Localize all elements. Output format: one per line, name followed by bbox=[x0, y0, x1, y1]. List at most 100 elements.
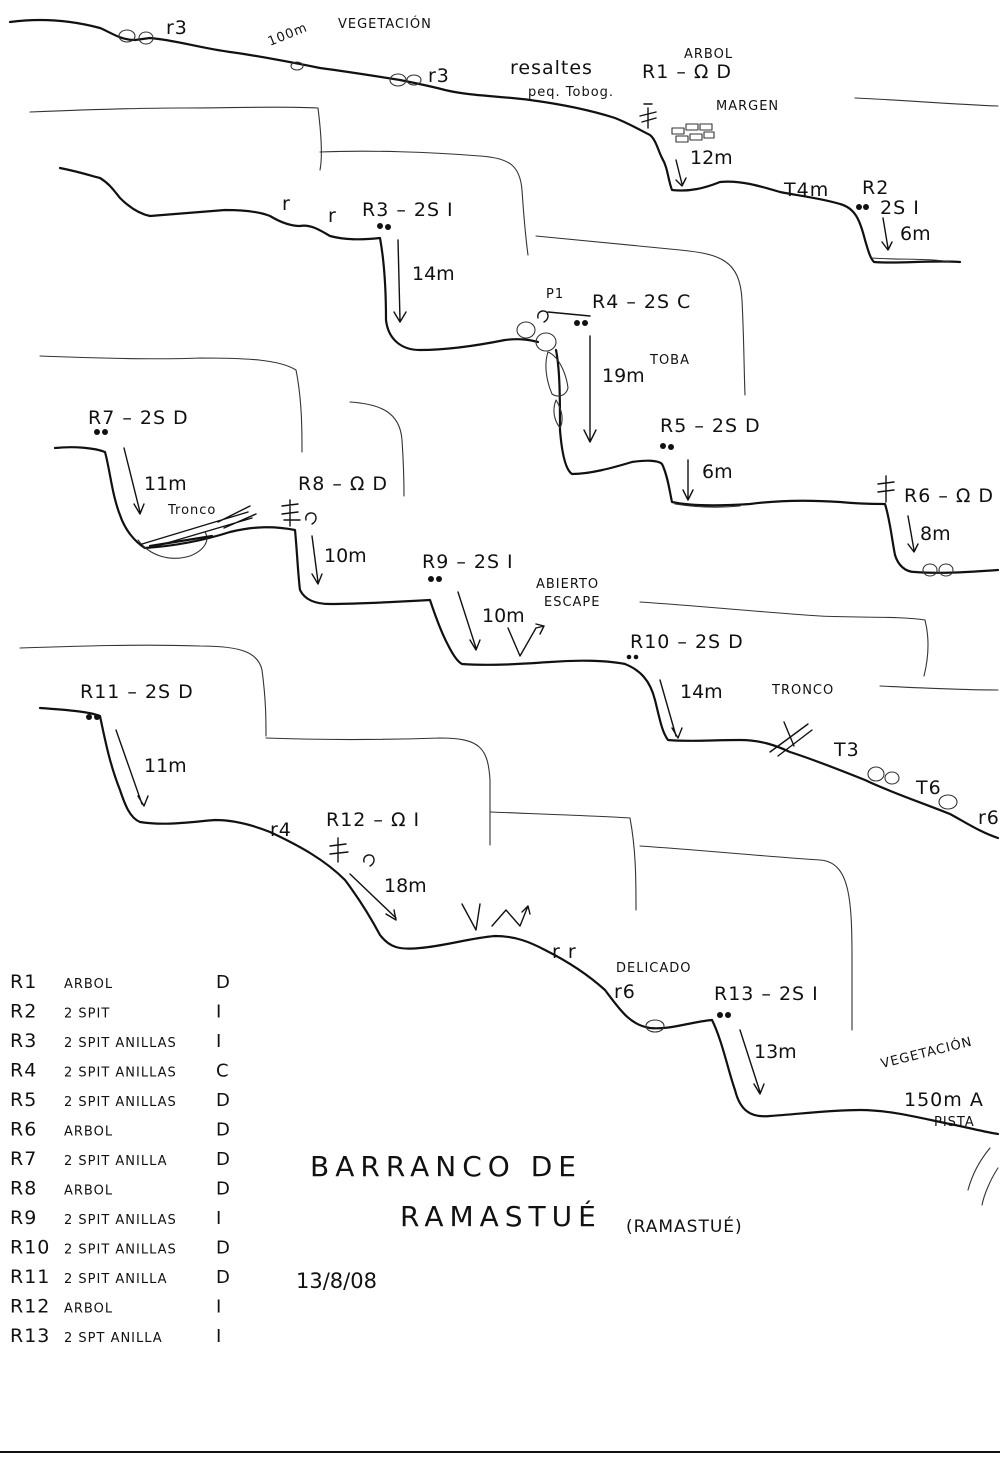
label-r10: R10 – 2S D bbox=[630, 631, 744, 653]
rappel-arrows bbox=[115, 159, 919, 1095]
legend-rappel-side: D bbox=[216, 1179, 230, 1200]
boulder-icon bbox=[938, 563, 954, 577]
label-margen: MARGEN bbox=[716, 99, 779, 114]
label-r4-lower: r4 bbox=[270, 819, 292, 841]
legend-rappel-side: D bbox=[216, 1267, 230, 1288]
bolt-line bbox=[547, 311, 591, 317]
legend-rappel-side: D bbox=[216, 1238, 230, 1259]
legend-rappel-id: R12 bbox=[10, 1296, 50, 1318]
legend-row: R4 2 SPIT ANILLAS C bbox=[10, 1060, 229, 1082]
tree-icon bbox=[329, 837, 349, 863]
legend-rappel-desc: 2 SPIT ANILLAS bbox=[64, 1095, 177, 1110]
label-r7: R7 – 2S D bbox=[88, 407, 189, 429]
length-r11: 11m bbox=[144, 755, 187, 777]
legend-rappel-id: R2 bbox=[10, 1001, 37, 1023]
label-r6-lower: r6 bbox=[614, 981, 636, 1003]
log-icon bbox=[769, 721, 813, 757]
boulder-icon bbox=[290, 61, 304, 71]
profile-band-3 bbox=[554, 348, 1000, 574]
profile-band-5 bbox=[38, 706, 1000, 1136]
legend-rappel-side: I bbox=[216, 1208, 221, 1229]
label-r-c: r r bbox=[552, 941, 577, 963]
label-resaltes: resaltes bbox=[510, 57, 593, 79]
sketch-date: 13/8/08 bbox=[296, 1269, 377, 1293]
boulder-icon bbox=[516, 321, 536, 339]
legend-rappel-id: R9 bbox=[10, 1207, 37, 1229]
boulder-icon bbox=[922, 563, 938, 577]
label-r8: R8 – Ω D bbox=[298, 473, 388, 495]
length-r4: 19m bbox=[602, 365, 645, 387]
boulders bbox=[118, 29, 958, 1033]
label-r4: R4 – 2S C bbox=[592, 291, 691, 313]
label-r3-b: r3 bbox=[428, 65, 450, 87]
length-r8: 10m bbox=[324, 545, 367, 567]
length-r3: 14m bbox=[412, 263, 455, 285]
legend-rappel-side: D bbox=[216, 972, 230, 993]
label-pista: PISTA bbox=[934, 1115, 975, 1130]
legend-rappel-desc: ARBOL bbox=[64, 1125, 113, 1140]
legend-rappel-id: R7 bbox=[10, 1148, 37, 1170]
spit-bolts bbox=[86, 204, 869, 1018]
label-descent-100m: 100m bbox=[266, 20, 310, 49]
label-r2: R2 bbox=[862, 177, 889, 199]
label-r3-rap: R3 – 2S I bbox=[362, 199, 454, 221]
length-r10: 14m bbox=[680, 681, 723, 703]
boulder-icon bbox=[884, 771, 900, 785]
legend-rappel-desc: 2 SPIT ANILLAS bbox=[64, 1036, 177, 1051]
label-r2-sub: 2S I bbox=[880, 197, 920, 219]
legend-rappel-side: D bbox=[216, 1120, 230, 1141]
label-p1: P1 bbox=[546, 287, 564, 302]
label-r6-right: r6 bbox=[978, 807, 1000, 829]
legend-rappel-side: I bbox=[216, 1002, 221, 1023]
profile-band-4 bbox=[53, 446, 1000, 840]
legend-rappel-side: I bbox=[216, 1031, 221, 1052]
legend-rappel-desc: 2 SPT ANILLA bbox=[64, 1331, 163, 1346]
length-r6: 8m bbox=[920, 523, 951, 545]
boulder-icon bbox=[645, 1019, 665, 1033]
title-line2-alt: (RAMASTUÉ) bbox=[626, 1215, 743, 1237]
label-r1: R1 – Ω D bbox=[642, 61, 732, 83]
legend-rappel-desc: 2 SPIT ANILLAS bbox=[64, 1066, 177, 1081]
legend-rappel-id: R5 bbox=[10, 1089, 37, 1111]
trees bbox=[141, 103, 895, 867]
label-t6: T6 bbox=[915, 777, 942, 799]
legend-rappel-id: R4 bbox=[10, 1060, 37, 1082]
title-block: BARRANCO DE RAMASTUÉ (RAMASTUÉ) 13/8/08 bbox=[296, 1150, 743, 1293]
boulder-icon bbox=[553, 399, 563, 429]
label-r3-a: r3 bbox=[166, 17, 188, 39]
label-r12: R12 – Ω I bbox=[326, 809, 420, 831]
legend-rappel-id: R6 bbox=[10, 1119, 37, 1141]
boulder-icon bbox=[118, 29, 136, 43]
legend-row: R3 2 SPIT ANILLAS I bbox=[10, 1030, 221, 1052]
boulder-icon bbox=[545, 351, 569, 397]
label-r5: R5 – 2S D bbox=[660, 415, 761, 437]
anchor-icon bbox=[305, 512, 317, 525]
length-r2: 6m bbox=[900, 223, 931, 245]
tree-icon bbox=[281, 499, 301, 527]
label-vegetacion-bottom: VEGETACIÓN bbox=[879, 1034, 974, 1072]
legend-rappel-id: R3 bbox=[10, 1030, 37, 1052]
tree-icon bbox=[877, 475, 895, 503]
legend-rappel-id: R13 bbox=[10, 1325, 50, 1347]
profile-top-band bbox=[8, 18, 962, 264]
label-r-b: r bbox=[328, 205, 337, 227]
legend-rappel-desc: 2 SPIT ANILLAS bbox=[64, 1243, 177, 1258]
label-toba: TOBA bbox=[649, 353, 690, 368]
boulder-icon bbox=[535, 332, 557, 352]
label-arbol: ARBOL bbox=[684, 47, 733, 62]
boulder-icon bbox=[406, 74, 422, 86]
legend-rappel-side: C bbox=[216, 1061, 229, 1082]
label-delicado: DELICADO bbox=[616, 961, 692, 976]
legend-rappel-id: R1 bbox=[10, 971, 37, 993]
anchor-icon bbox=[537, 310, 549, 323]
label-tronco-left: Tronco bbox=[167, 503, 216, 518]
label-r6: R6 – Ω D bbox=[904, 485, 994, 507]
length-r1: 12m bbox=[690, 147, 733, 169]
legend-row: R10 2 SPIT ANILLAS D bbox=[10, 1237, 230, 1259]
legend-rappel-id: R10 bbox=[10, 1237, 50, 1259]
boulder-icon bbox=[138, 31, 154, 45]
